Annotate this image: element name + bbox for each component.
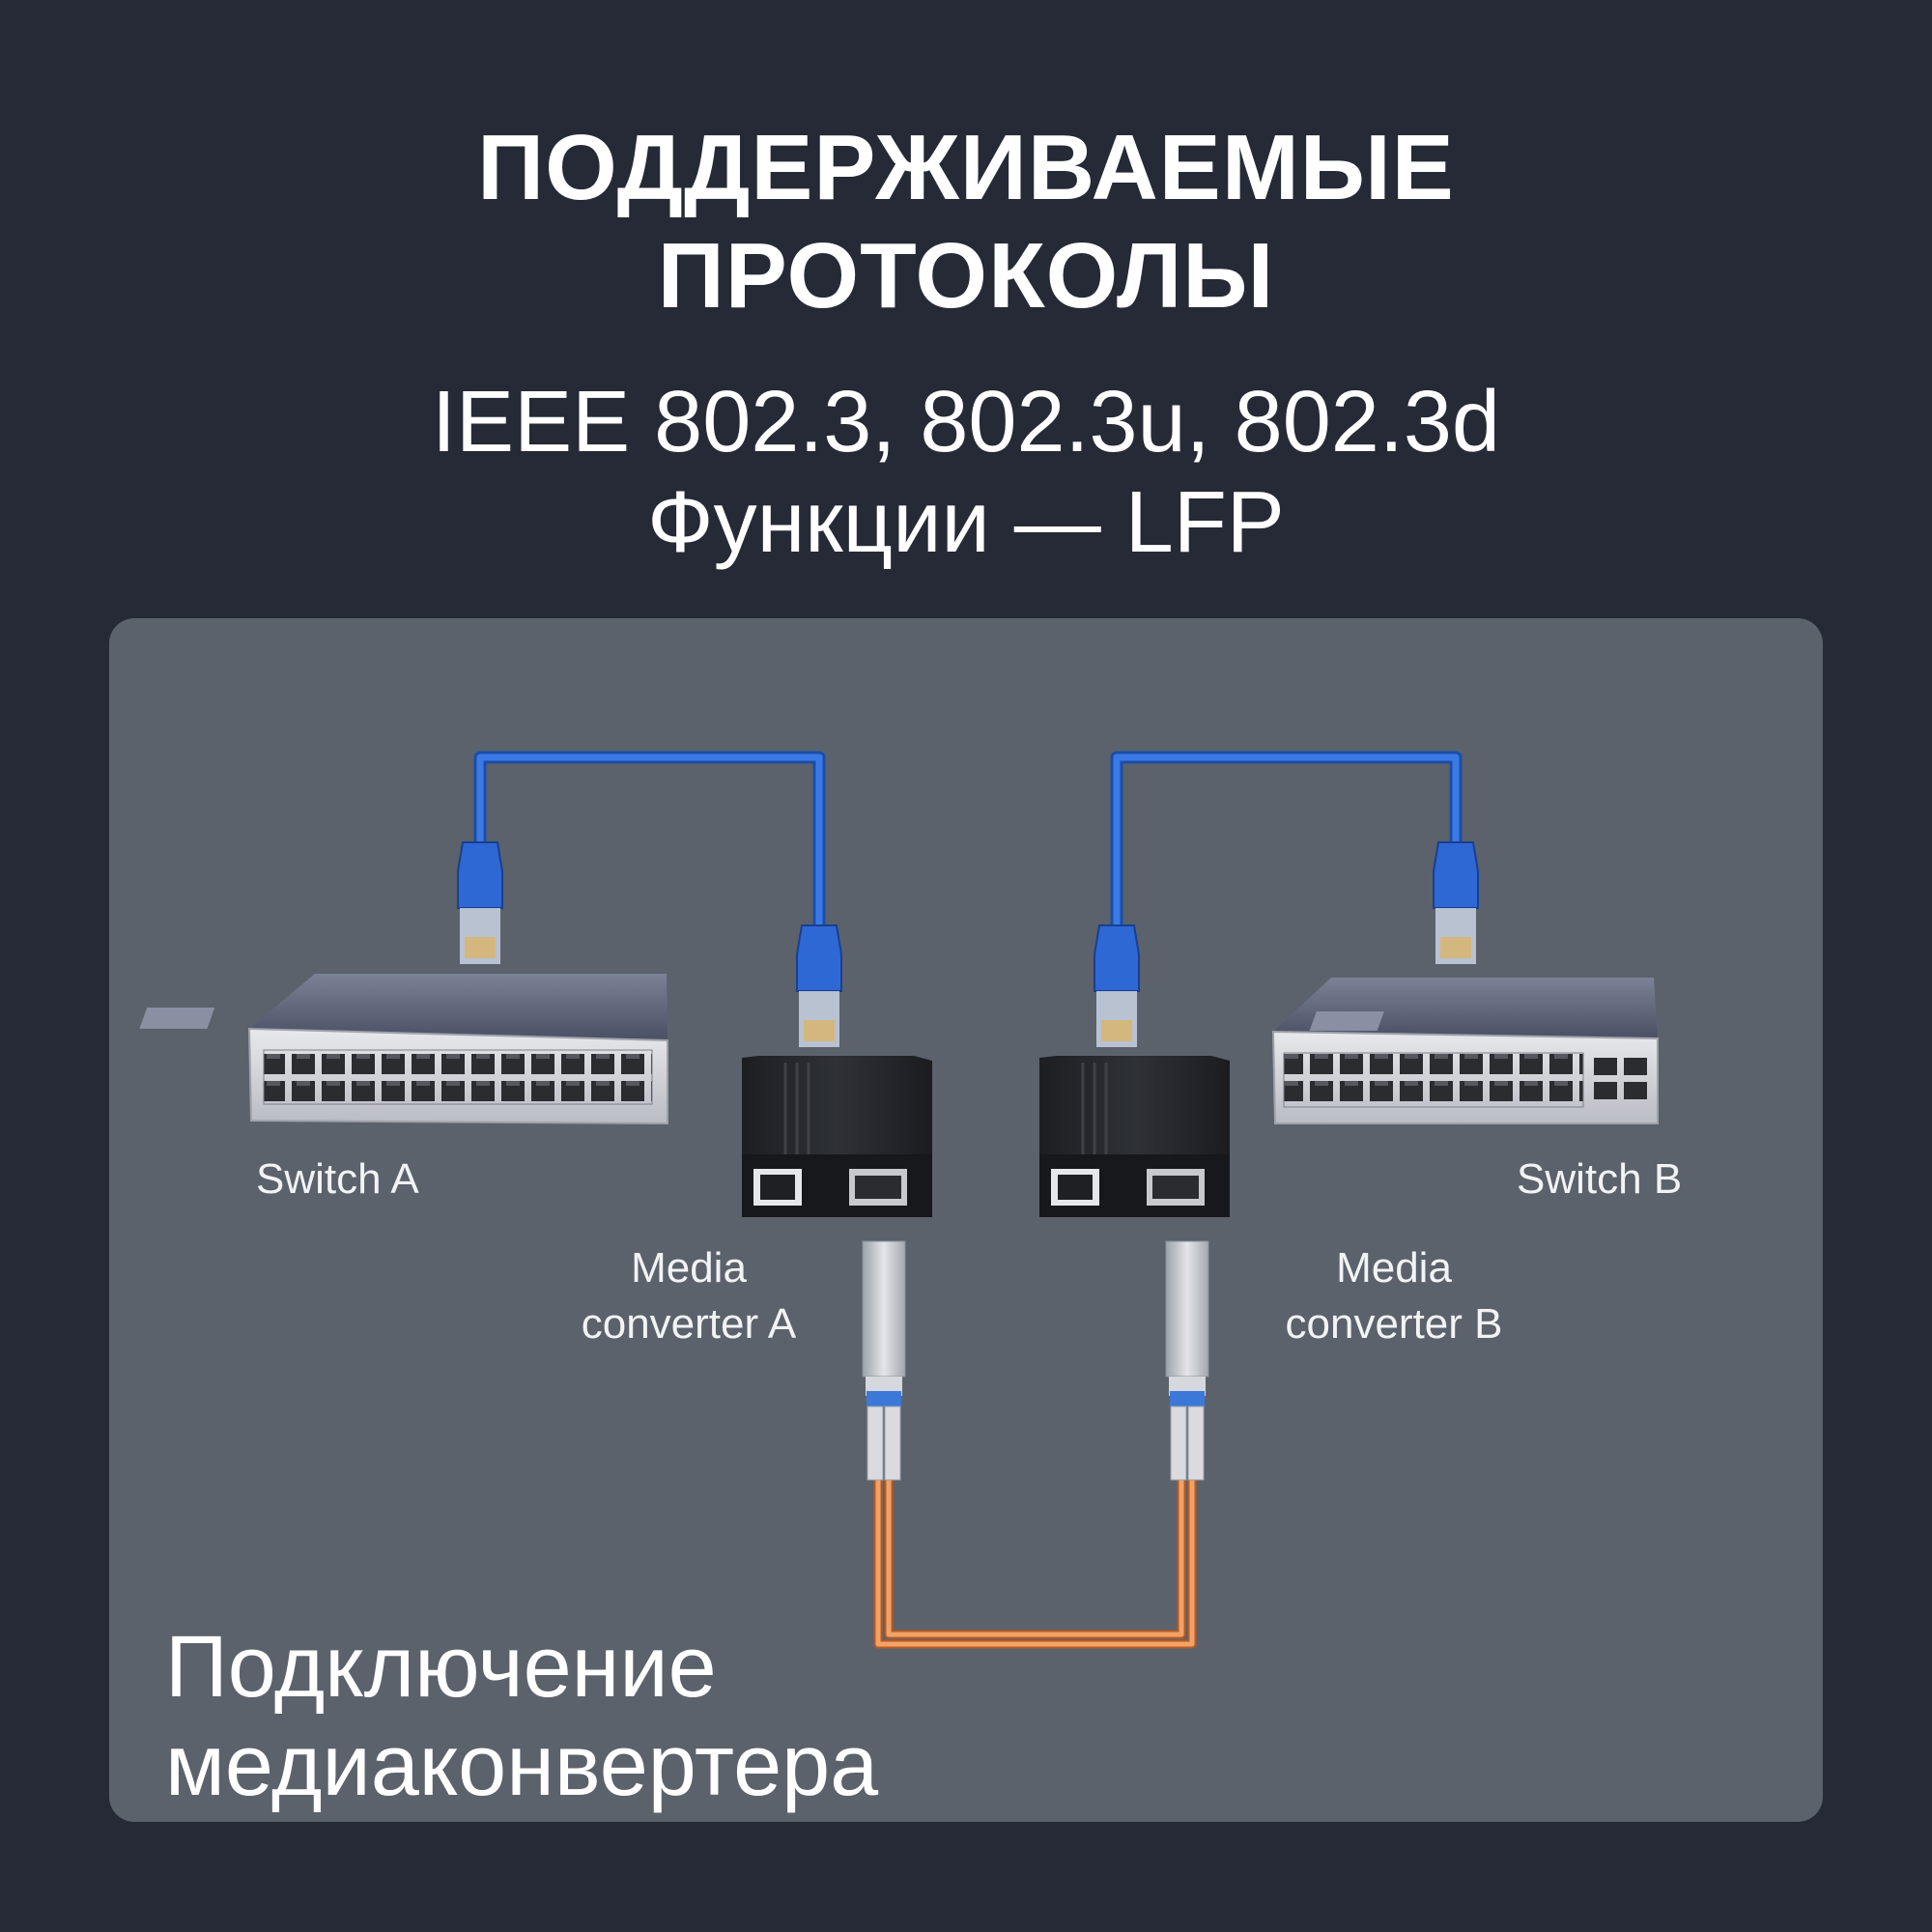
- media-converter-a-label-line-1: Media: [631, 1244, 747, 1292]
- diagram-caption: Подключение медиаконвертера: [165, 1618, 878, 1815]
- title-line-1: ПОДДЕРЖИВАЕМЫЕ: [477, 116, 1455, 219]
- ethernet-cable-b: [1110, 751, 1463, 932]
- media-converter-b-label-line-2: converter B: [1285, 1300, 1503, 1348]
- switch-b-device: [1271, 978, 1659, 1124]
- subtitle-line-2: Функции — LFP: [647, 474, 1285, 571]
- title-line-2: ПРОТОКОЛЫ: [657, 224, 1275, 327]
- media-converter-a-label: Media converter A: [534, 1240, 843, 1352]
- switch-a-label: Switch A: [256, 1155, 419, 1203]
- rj45-connector-converter-b: [1094, 924, 1140, 1047]
- diagram-caption-line-1: Подключение: [165, 1619, 717, 1716]
- diagram-panel: Switch A Switch B Media converter A Medi…: [109, 618, 1823, 1822]
- media-converter-a-device: [742, 1056, 932, 1217]
- ethernet-cable-a: [473, 751, 826, 932]
- subtitle: IEEE 802.3, 802.3u, 802.3d Функции — LFP: [0, 372, 1932, 573]
- rj45-connector-switch-a: [457, 841, 503, 964]
- sfp-module-b: [1165, 1240, 1209, 1481]
- media-converter-b-label-line-1: Media: [1336, 1244, 1452, 1292]
- media-converter-b-device: [1039, 1056, 1230, 1217]
- connection-diagram: [139, 751, 1659, 1649]
- rj45-connector-converter-a: [796, 924, 842, 1047]
- rj45-connector-switch-b: [1433, 841, 1479, 964]
- fiber-optic-cable: [873, 1478, 1197, 1649]
- subtitle-line-1: IEEE 802.3, 802.3u, 802.3d: [432, 374, 1500, 470]
- diagram-caption-line-2: медиаконвертера: [165, 1718, 879, 1814]
- sfp-module-a: [862, 1240, 906, 1481]
- switch-a-device: [139, 974, 668, 1125]
- media-converter-b-label: Media converter B: [1239, 1240, 1548, 1352]
- switch-b-label: Switch B: [1517, 1155, 1683, 1203]
- page-title: ПОДДЕРЖИВАЕМЫЕ ПРОТОКОЛЫ: [0, 114, 1932, 330]
- media-converter-a-label-line-2: converter A: [581, 1300, 797, 1348]
